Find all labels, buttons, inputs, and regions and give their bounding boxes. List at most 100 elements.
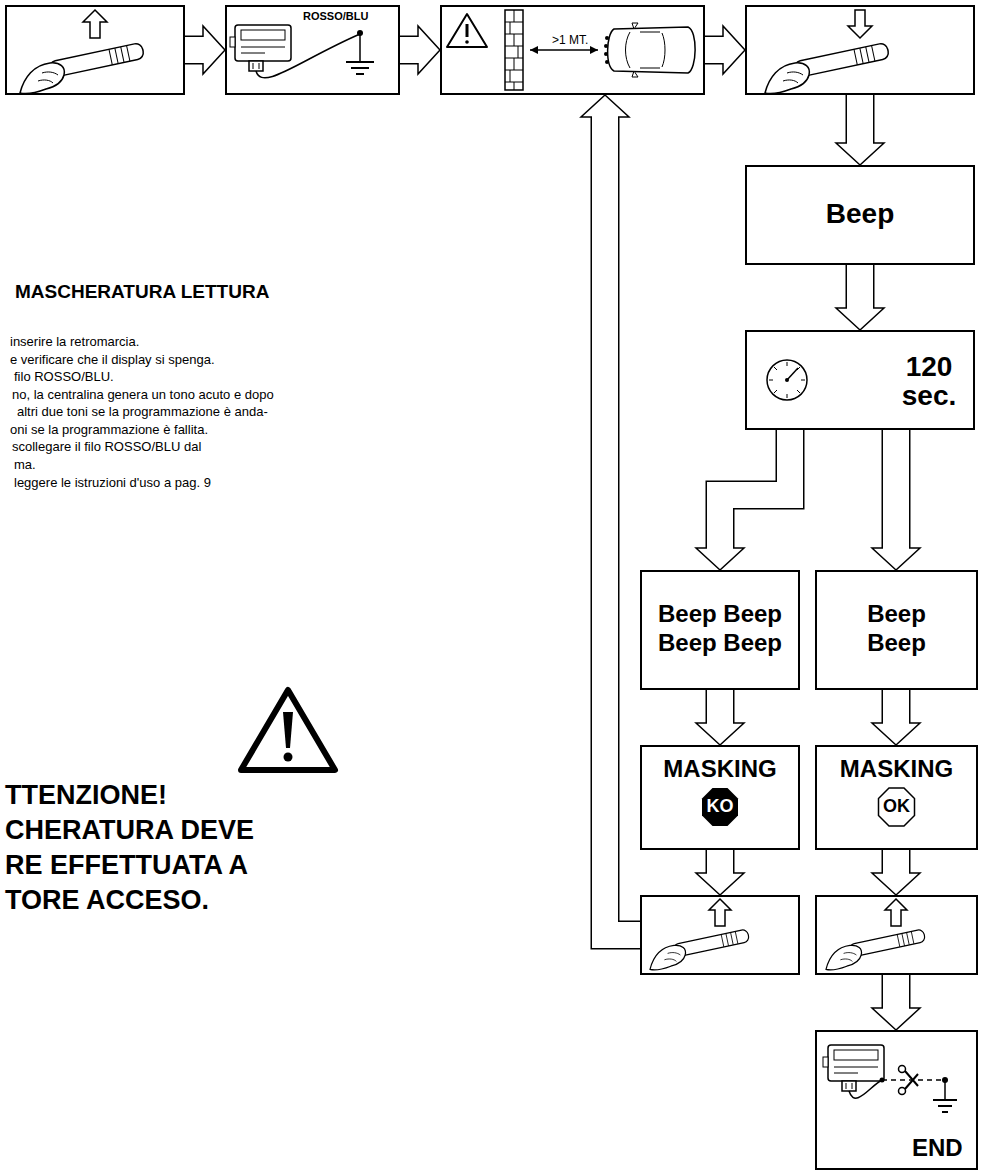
arrow-fill	[883, 690, 909, 726]
gear-lever-up	[83, 10, 107, 38]
wall-distance-car	[530, 49, 598, 51]
arrow-head	[872, 723, 920, 745]
instruction-line: oni se la programmazione è fallita.	[10, 422, 208, 437]
flow-arrow	[696, 690, 744, 745]
arrow-fill	[400, 37, 421, 63]
cut-wire-ground	[938, 1105, 952, 1107]
arrow-fill	[720, 430, 790, 551]
cut-wire-ground	[942, 1111, 948, 1113]
control-unit-box: ROSSO/BLU	[225, 5, 400, 95]
section-heading: MASCHERATURA LETTURA	[15, 281, 269, 303]
gear-lever-down	[765, 10, 890, 94]
gear-lever-up	[885, 899, 907, 926]
wall-distance-car	[505, 10, 523, 90]
wall-distance-car	[605, 36, 609, 40]
lever-box	[745, 5, 975, 95]
instruction-line: no, la centralina genera un tono acuto e…	[12, 387, 274, 402]
control-unit-ground	[356, 73, 364, 75]
flow-arrow	[581, 95, 640, 935]
flow-arrow	[185, 26, 225, 74]
timer-icon	[767, 360, 807, 400]
gear-lever-up	[650, 899, 926, 970]
flow-arrow	[872, 430, 920, 570]
cut-wire-ground	[933, 1099, 957, 1101]
flow-arrow	[872, 690, 920, 745]
distance-box: >1 MT.	[440, 5, 705, 95]
arrow-head	[696, 873, 744, 895]
flow-arrow	[705, 26, 745, 74]
warning-text: CHERATURA DEVE	[5, 815, 254, 846]
control-unit-ground	[256, 34, 360, 78]
wall-distance-car	[604, 52, 608, 56]
lever-box	[815, 895, 978, 975]
arrow-head	[581, 95, 629, 117]
warning-triangle	[283, 712, 293, 748]
cut-wire-ground	[849, 1080, 882, 1098]
wall-distance-car	[530, 46, 598, 54]
node-text: OK	[817, 795, 976, 819]
gear-lever-up	[709, 899, 731, 926]
wall-distance-car	[608, 27, 696, 73]
warning-triangle	[241, 690, 335, 770]
node-text: Beep Beep	[856, 600, 937, 658]
arrow-head	[872, 1008, 920, 1030]
arrow-head	[418, 26, 440, 74]
gear-lever-up	[826, 929, 926, 970]
instruction-line: leggere le istruzioni d'uso a pag. 9	[14, 475, 211, 490]
node-text: Beep	[747, 197, 973, 231]
warning-triangle	[241, 690, 335, 770]
flow-arrow	[836, 95, 884, 165]
arrow-head	[872, 873, 920, 895]
cut-wire-ground	[823, 1045, 957, 1112]
wall-distance-car	[447, 14, 487, 47]
wall-distance-car	[466, 24, 469, 37]
control-unit-ground	[230, 25, 374, 78]
timer-icon	[785, 378, 789, 382]
instruction-line: filo ROSSO/BLU.	[14, 369, 114, 384]
arrow-fill	[847, 95, 873, 146]
arrow-fill	[883, 975, 909, 1011]
cut-wire-ground	[880, 1078, 885, 1083]
node-text: ROSSO/BLU	[303, 10, 383, 23]
masking-box: MASKING OK	[815, 745, 978, 850]
control-unit-ground	[359, 33, 361, 62]
arrow-fill	[707, 850, 733, 876]
warning-text: RE EFFETTUATA A	[5, 850, 248, 881]
beep-box: Beep Beep	[815, 570, 978, 690]
control-unit-ground	[230, 25, 291, 71]
warning-text: TORE ACCESO.	[5, 885, 209, 916]
wall-distance-car	[447, 10, 695, 90]
timer-icon	[787, 368, 798, 380]
instruction-line: scollegare il filo ROSSO/BLU dal	[12, 439, 201, 454]
wall-distance-car	[465, 40, 469, 44]
wall-distance-car	[632, 23, 638, 77]
instruction-line: ma.	[14, 457, 36, 472]
arrow-fill	[605, 114, 640, 935]
node-text: MASKING	[817, 755, 976, 784]
arrow-head	[836, 308, 884, 330]
wall-distance-car	[605, 60, 609, 64]
timer-icon	[767, 360, 807, 400]
cut-wire-ground	[944, 1080, 946, 1100]
arrow-head	[696, 548, 744, 570]
warning-triangle	[284, 753, 293, 762]
flow-arrow	[696, 430, 790, 570]
node-text: 120 sec.	[887, 352, 971, 411]
arrow-head	[696, 723, 744, 745]
stop-octagons	[702, 788, 915, 826]
gear-lever-up	[20, 10, 145, 94]
wall-distance-car	[626, 32, 666, 68]
arrow-fill	[185, 37, 206, 63]
arrow-fill	[707, 690, 733, 726]
node-text: MASKING	[642, 755, 798, 784]
control-unit-ground	[346, 61, 374, 63]
flow-arrow	[400, 26, 440, 74]
node-text: >1 MT.	[552, 33, 612, 47]
arrow-fill	[705, 37, 726, 63]
timer-box: 120 sec.	[745, 330, 975, 430]
instruction-line: inserire la retromarcia.	[10, 334, 139, 349]
masking-box: MASKINGKO	[640, 745, 800, 850]
beep-box: Beep	[745, 165, 975, 265]
